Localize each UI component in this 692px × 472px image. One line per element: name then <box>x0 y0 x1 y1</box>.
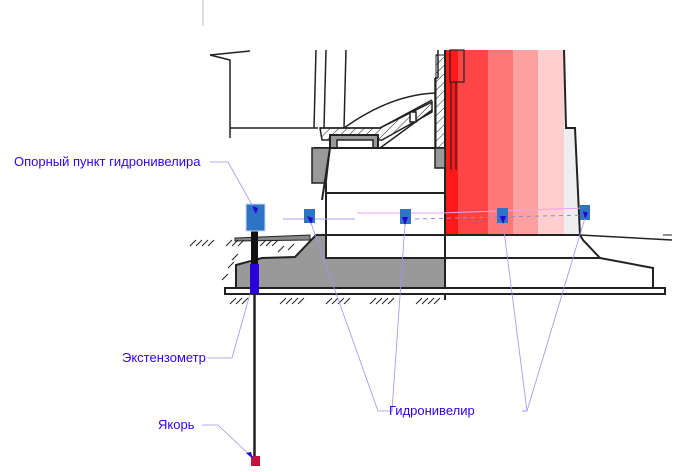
ground-hatching <box>189 239 441 305</box>
reference-point-sensor <box>245 203 266 232</box>
level-lines <box>283 207 586 220</box>
hydrolevel-sensor-2 <box>400 209 411 224</box>
left-blocks <box>311 147 446 184</box>
anchor-block <box>251 456 260 466</box>
bottom-slab <box>224 287 666 295</box>
right-plinth <box>444 234 654 289</box>
leader-lines <box>202 161 586 459</box>
heat-column <box>445 50 580 235</box>
extensometer-label: Экстензометр <box>122 350 206 365</box>
extensometer-rod <box>250 218 259 458</box>
hydrolevel-sensor-1 <box>304 209 315 223</box>
hydrolevel-label: Гидронивелир <box>389 403 475 418</box>
reference-point-label: Опорный пункт гидронивелира <box>14 154 201 169</box>
anchor-label: Якорь <box>158 417 195 432</box>
hydrolevel-sensor-3 <box>497 208 508 223</box>
left-wall-profile <box>209 50 318 138</box>
hatched-wall <box>435 54 446 151</box>
inner-box <box>314 134 445 149</box>
foundation-base <box>235 234 446 289</box>
arrowheads <box>246 206 588 459</box>
